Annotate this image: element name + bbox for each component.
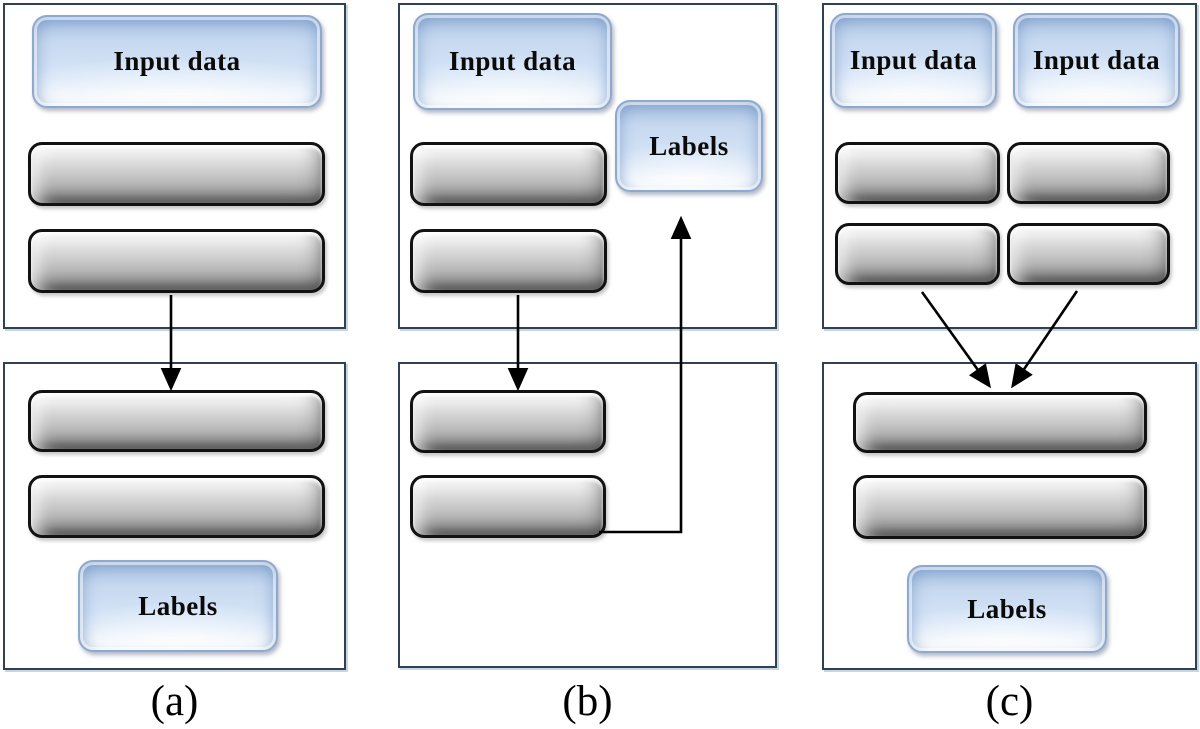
feature-bar [853,475,1147,539]
panel-a-output-container: Labels [3,362,346,670]
input-data-box-c-left: Input data [830,13,997,108]
feature-bar [28,390,325,452]
panel-a-input-container: Input data [3,3,346,329]
input-data-label: Input data [1032,45,1161,75]
input-data-box-b: Input data [413,13,612,110]
panel-b-input-container: Input data Labels [398,3,777,329]
labels-box-c: Labels [907,565,1107,653]
input-data-label: Input data [113,46,241,76]
labels-box-b: Labels [615,100,763,192]
panel-b-output-container [398,362,777,668]
input-data-box-a: Input data [32,15,322,108]
feature-bar [1007,223,1170,285]
panel-caption-a: (a) [150,678,199,725]
feature-bar [410,229,607,293]
panel-c-output-container: Labels [822,362,1197,670]
panel-caption-b: (b) [562,678,613,725]
feature-bar [28,229,325,293]
input-data-label: Input data [448,46,577,76]
labels-label: Labels [138,590,218,621]
feature-bar [835,223,1000,285]
feature-bar [28,475,325,538]
panel-caption-c: (c) [985,678,1034,725]
labels-label: Labels [967,593,1047,624]
input-data-label: Input data [849,45,978,75]
feature-bar [28,142,325,206]
feature-bar [1007,142,1170,204]
panel-c-input-container: Input data Input data [822,3,1197,329]
feature-bar [410,475,606,538]
feature-bar [410,390,606,453]
feature-bar [853,392,1147,453]
input-data-box-c-right: Input data [1013,13,1180,108]
feature-bar [410,142,607,206]
feature-bar [835,142,1000,204]
labels-box-a: Labels [78,560,278,652]
labels-label: Labels [649,130,729,161]
